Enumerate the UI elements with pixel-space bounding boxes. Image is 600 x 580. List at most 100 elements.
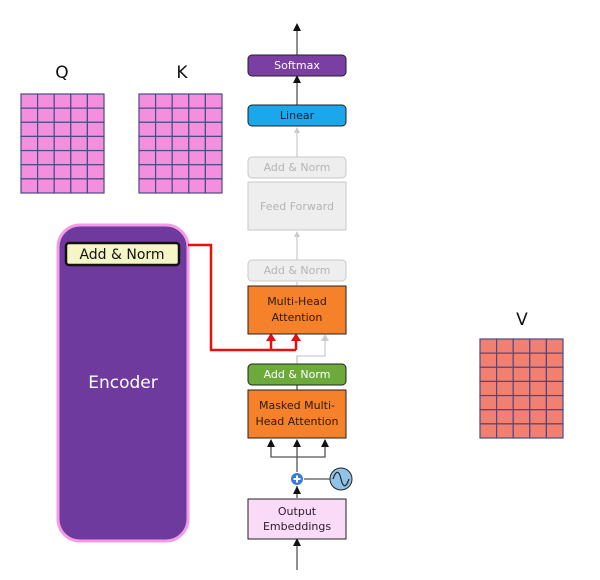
v-matrix-cell [512, 380, 531, 397]
v-matrix-cell [545, 409, 564, 425]
v-grid [479, 338, 564, 439]
encoder-block[interactable]: Encoder Add & Norm [56, 223, 190, 543]
v-matrix-cell [545, 380, 564, 397]
softmax-block[interactable]: Softmax [247, 54, 347, 77]
q-matrix-cell [70, 149, 89, 166]
multi-head-attention-line1: Multi-Head [267, 295, 327, 308]
q-matrix-cell [20, 149, 39, 166]
v-matrix-cell [545, 366, 564, 383]
k-matrix-cell [204, 178, 223, 194]
q-matrix-cell [86, 178, 105, 194]
q-matrix-cell [70, 93, 89, 109]
encoder-add-norm[interactable]: Add & Norm [64, 241, 181, 267]
multi-head-attention-line2: Attention [272, 311, 323, 324]
v-matrix-cell [496, 366, 514, 383]
positional-encoding-icon [329, 467, 353, 491]
v-matrix-cell [496, 338, 514, 354]
k-matrix-cell [188, 149, 207, 166]
v-matrix-cell [529, 409, 547, 425]
q-matrix-cell [20, 93, 39, 109]
v-matrix: V [479, 310, 564, 439]
v-label: V [516, 310, 528, 330]
add-norm-mid-block[interactable]: Add & Norm [247, 259, 347, 282]
k-matrix-cell [171, 135, 190, 152]
v-matrix-cell [545, 352, 564, 368]
q-matrix-cell [70, 178, 89, 194]
k-matrix-cell [138, 149, 157, 166]
q-matrix-cell [70, 107, 89, 123]
v-matrix-cell [529, 338, 547, 354]
k-matrix-cell [138, 93, 157, 109]
q-matrix-cell [53, 178, 72, 194]
output-embeddings-block[interactable]: Output Embeddings [247, 498, 347, 540]
v-matrix-cell [479, 394, 498, 411]
v-matrix-cell [545, 394, 564, 411]
v-matrix-cell [479, 366, 498, 383]
linear-label: Linear [280, 109, 315, 122]
output-embeddings-line1: Output [278, 505, 317, 518]
v-matrix-cell [529, 366, 547, 383]
k-matrix-cell [188, 121, 207, 138]
feed-forward-block[interactable]: Feed Forward [247, 181, 347, 231]
q-matrix-cell [53, 149, 72, 166]
k-matrix-cell [204, 164, 223, 180]
k-matrix-cell [138, 164, 157, 180]
k-matrix-cell [155, 149, 173, 166]
v-matrix-cell [479, 352, 498, 368]
k-matrix-cell [188, 135, 207, 152]
q-matrix-cell [36, 178, 55, 194]
v-matrix-cell [529, 352, 547, 368]
k-grid [138, 93, 223, 194]
softmax-label: Softmax [274, 59, 320, 72]
q-matrix-cell [53, 164, 72, 180]
q-matrix-cell [53, 121, 72, 138]
k-matrix-cell [138, 107, 157, 123]
k-matrix-cell [171, 178, 190, 194]
k-matrix-cell [155, 93, 173, 109]
k-matrix-cell [171, 93, 190, 109]
k-matrix-cell [171, 149, 190, 166]
masked-attention-line2: Head Attention [255, 415, 338, 428]
add-norm-top-block[interactable]: Add & Norm [247, 156, 347, 179]
add-norm-low-label: Add & Norm [264, 368, 331, 381]
v-matrix-cell [496, 409, 514, 425]
k-matrix-cell [204, 121, 223, 138]
add-norm-low-block[interactable]: Add & Norm [247, 363, 347, 386]
v-matrix-cell [545, 338, 564, 354]
q-matrix-cell [86, 164, 105, 180]
k-matrix-cell [138, 178, 157, 194]
k-matrix-cell [155, 178, 173, 194]
v-matrix-cell [479, 338, 498, 354]
decoder-flow-lines [267, 23, 330, 570]
k-matrix-cell [204, 135, 223, 152]
k-matrix-cell [138, 135, 157, 152]
q-matrix-cell [70, 121, 89, 138]
linear-block[interactable]: Linear [247, 104, 347, 127]
k-matrix-cell [155, 107, 173, 123]
v-matrix-cell [545, 423, 564, 439]
q-matrix-cell [20, 121, 39, 138]
v-matrix-cell [529, 423, 547, 439]
encoder-to-attention-connector [188, 243, 301, 352]
v-matrix-cell [496, 352, 514, 368]
residual-connector-faded [296, 334, 329, 362]
v-matrix-cell [512, 366, 531, 383]
masked-attention-line1: Masked Multi- [259, 399, 335, 412]
q-matrix-cell [36, 107, 55, 123]
q-matrix-cell [36, 93, 55, 109]
add-norm-top-label: Add & Norm [264, 161, 331, 174]
masked-multi-head-attention-block[interactable]: Masked Multi- Head Attention [247, 389, 347, 439]
k-label: K [176, 63, 188, 83]
red-arrowhead-right [291, 333, 301, 341]
q-matrix-cell [36, 149, 55, 166]
q-matrix-cell [53, 135, 72, 152]
q-matrix-cell [20, 178, 39, 194]
q-matrix-cell [86, 149, 105, 166]
v-matrix-cell [479, 409, 498, 425]
q-matrix: Q [20, 63, 105, 194]
multi-head-attention-block[interactable]: Multi-Head Attention [247, 285, 347, 335]
k-matrix-cell [171, 121, 190, 138]
q-matrix-cell [53, 107, 72, 123]
q-matrix-cell [53, 93, 72, 109]
